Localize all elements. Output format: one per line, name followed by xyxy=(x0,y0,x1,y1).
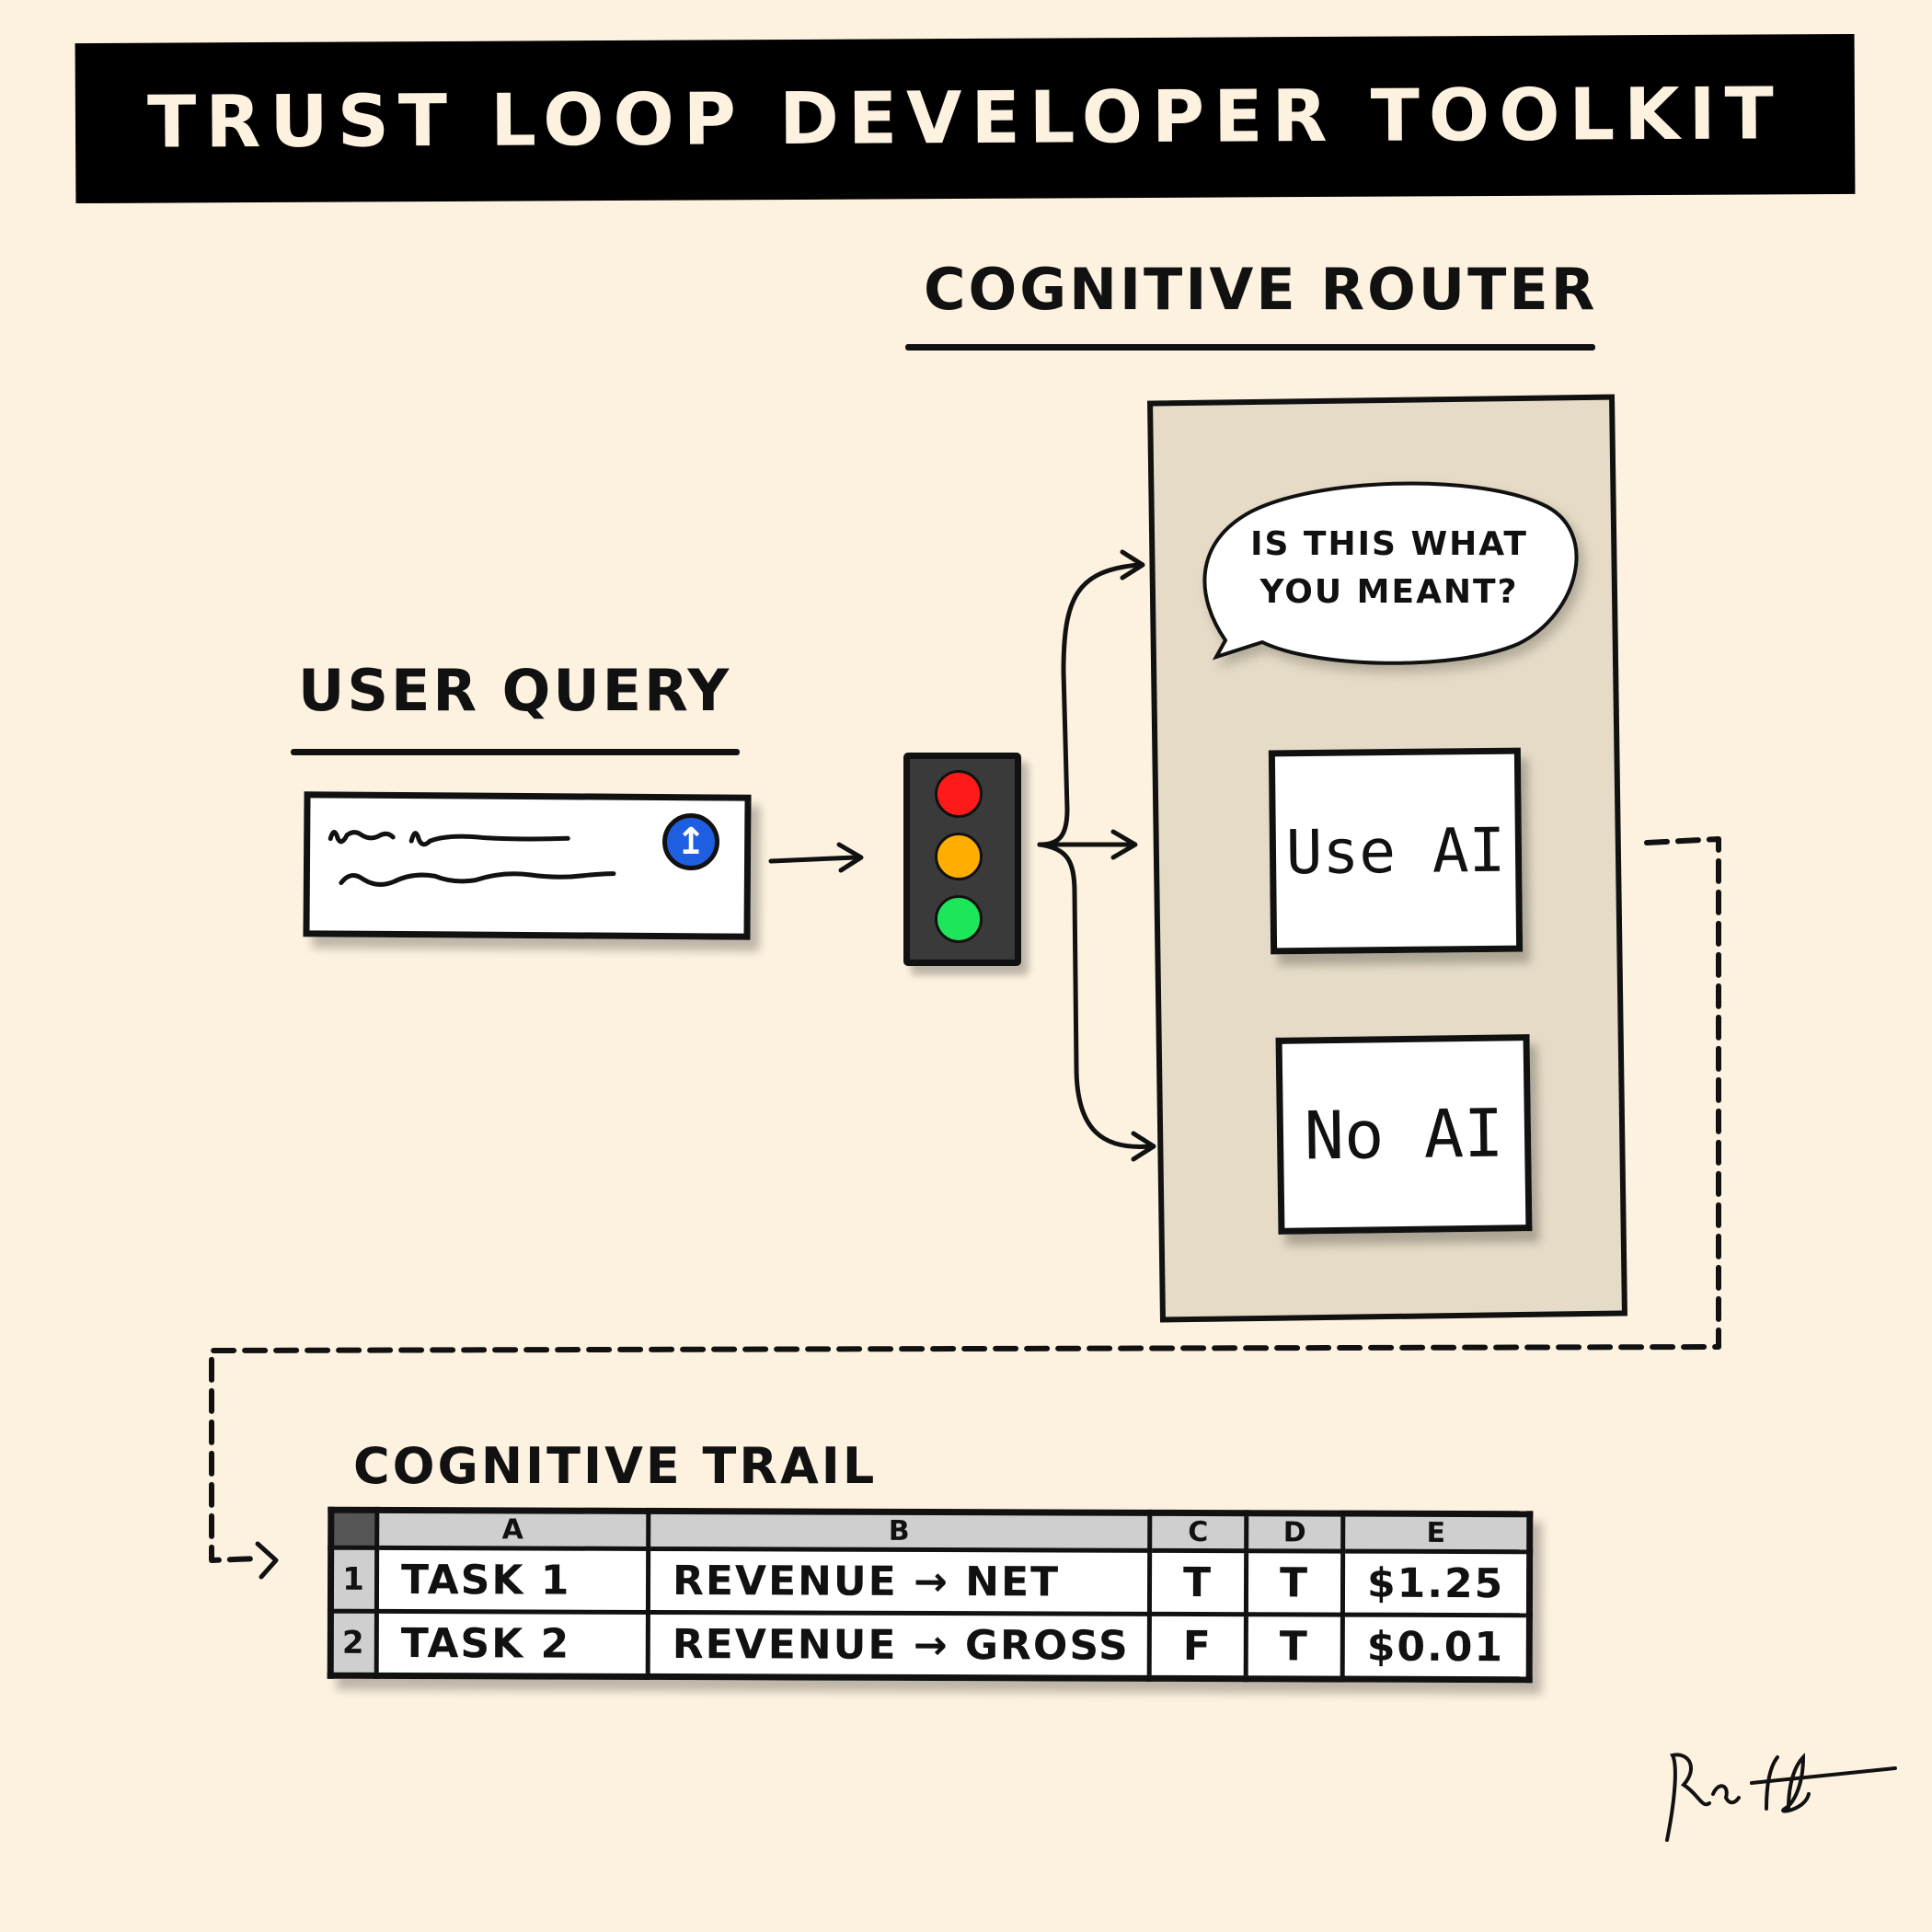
router-brace xyxy=(1037,562,1153,1149)
column-header: D xyxy=(1246,1512,1343,1552)
query-to-light-arrow xyxy=(768,855,858,864)
task-cell: Task 2 xyxy=(376,1611,649,1677)
mapping-cell: Revenue → Gross xyxy=(648,1612,1150,1679)
amber-light-icon xyxy=(935,833,983,880)
row-number: 2 xyxy=(330,1611,377,1676)
flag-c-cell: F xyxy=(1149,1614,1247,1679)
user-query-underline xyxy=(291,749,740,755)
send-button[interactable]: ↥ xyxy=(662,813,719,870)
cognitive-trail-table: A B C D E 1 Task 1 Revenue → Net T T $1.… xyxy=(327,1506,1534,1684)
no-ai-card[interactable]: No AI xyxy=(1275,1034,1533,1235)
flag-d-cell: T xyxy=(1246,1550,1343,1616)
feedback-dashed-line xyxy=(209,836,1721,1563)
trail-label: Cognitive Trail xyxy=(353,1437,878,1495)
arrowhead-1 xyxy=(836,842,864,873)
mapping-cell: Revenue → Net xyxy=(648,1548,1150,1615)
column-header: E xyxy=(1342,1513,1530,1552)
use-ai-label: Use AI xyxy=(1285,814,1506,888)
flag-c-cell: T xyxy=(1149,1550,1247,1615)
no-ai-label: No AI xyxy=(1304,1094,1504,1175)
router-label: Cognitive Router xyxy=(924,256,1598,323)
speech-bubble xyxy=(1202,481,1579,665)
cost-cell: $1.25 xyxy=(1342,1551,1530,1616)
upload-arrow-icon: ↥ xyxy=(675,821,707,863)
row-number: 1 xyxy=(330,1547,377,1612)
column-header: C xyxy=(1149,1512,1247,1551)
bubble-line-2: you meant? xyxy=(1259,573,1519,611)
column-header: B xyxy=(648,1511,1150,1551)
table-row: 2 Task 2 Revenue → Gross F T $0.01 xyxy=(330,1611,1530,1680)
query-input[interactable] xyxy=(303,791,752,940)
red-light-icon xyxy=(935,770,983,818)
bubble-line-1: Is this what xyxy=(1250,525,1528,563)
clarify-bubble-text: Is this what you meant? xyxy=(1224,521,1555,616)
table-header-row: A B C D E xyxy=(330,1510,1530,1552)
corner-cell xyxy=(330,1510,377,1548)
signature-mark xyxy=(1665,1753,1897,1842)
use-ai-card[interactable]: Use AI xyxy=(1268,747,1524,955)
green-light-icon xyxy=(935,895,983,943)
cost-cell: $0.01 xyxy=(1342,1615,1530,1680)
column-header: A xyxy=(376,1510,649,1549)
user-query-label: User Query xyxy=(298,657,732,724)
scribble-text xyxy=(328,830,616,887)
flag-d-cell: T xyxy=(1246,1614,1343,1680)
table-row: 1 Task 1 Revenue → Net T T $1.25 xyxy=(330,1547,1530,1616)
traffic-light-icon xyxy=(903,753,1021,966)
task-cell: Task 1 xyxy=(376,1547,649,1613)
router-label-underline xyxy=(905,344,1595,351)
